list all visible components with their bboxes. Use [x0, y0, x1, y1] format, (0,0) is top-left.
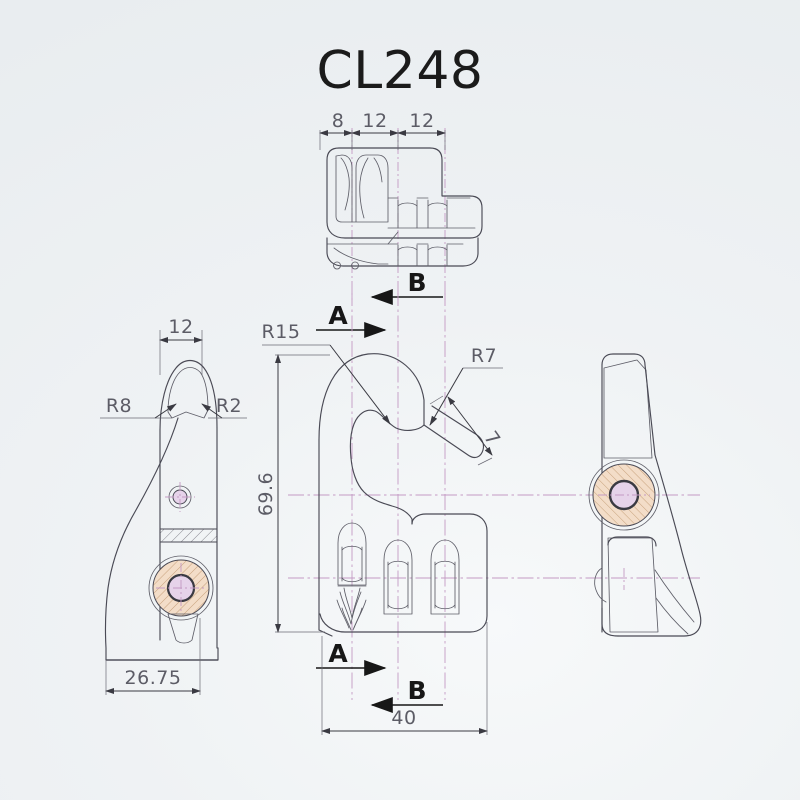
front-slot-right-walls: [434, 561, 456, 609]
front-slot-right-curve-bot: [434, 604, 456, 610]
left-view-bushing: [148, 555, 214, 621]
radius-callout-r15: R15: [262, 321, 391, 425]
radius-callout-r8: R8: [100, 395, 177, 419]
ang7-ext-2: [477, 457, 493, 466]
r8-leader-line: [154, 403, 177, 419]
section-mark-a-upper: A: [316, 301, 387, 338]
right-view-outer-sweep: [617, 454, 702, 637]
front-slot-upper-curve-top: [341, 545, 363, 551]
right-view-top-cap: [601, 353, 646, 366]
top-dimension-chain: 8 12 12: [319, 110, 446, 150]
radius-callout-r2: R2: [201, 395, 247, 419]
top-view-cavity-left: [335, 154, 353, 223]
right-view-rib-1: [654, 569, 695, 623]
dim-label-12a: 12: [362, 110, 387, 132]
front-slot-middle-walls: [387, 561, 409, 609]
section-b-lower-label: B: [407, 676, 426, 705]
dim-label-12b: 12: [409, 110, 434, 132]
front-view: [288, 290, 560, 700]
dim-label-8: 8: [332, 110, 345, 132]
front-slot-upper: [337, 522, 367, 587]
top-view-lower-slot-curve-2: [427, 246, 448, 251]
front-rope-strand-3: [336, 599, 367, 629]
front-inner-shoulder: [350, 457, 413, 525]
front-hook-throat: [349, 409, 425, 459]
front-slot-middle-curve-bot: [387, 604, 409, 610]
top-view-slot-curve-1: [397, 202, 418, 207]
dimension-26-75: 26.75: [105, 618, 201, 695]
left-view-upper-bore: [165, 482, 195, 512]
dimension-12-side: 12: [159, 316, 203, 375]
top-view-body-outline: [326, 147, 483, 239]
front-slot-right: [430, 539, 460, 615]
front-slot-middle: [383, 539, 413, 615]
r7-leader-line: [429, 367, 464, 426]
section-b-upper-label: B: [407, 268, 426, 297]
dimension-69-6: 69.6: [255, 354, 330, 633]
left-view-top-outline: [159, 359, 218, 431]
front-slot-middle-curve-top: [387, 560, 409, 566]
front-rope-strand-4: [341, 607, 363, 631]
top-view-cavity-right-detail: [359, 157, 369, 219]
right-view-rib-2: [655, 597, 689, 635]
left-view-foot-hatched: [167, 613, 199, 644]
left-view-wedge-hatched: [167, 367, 209, 419]
front-slot-right-outline: [430, 539, 460, 615]
front-slot-middle-outline: [383, 539, 413, 615]
top-view-foot-bosses: [333, 261, 359, 270]
right-view-lower-cap: [607, 536, 657, 547]
right-view-top-hatched: [603, 359, 653, 459]
section-a-upper-label: A: [328, 301, 348, 330]
top-view-sweep-face: [333, 247, 389, 265]
front-slot-right-curve-top: [434, 560, 456, 566]
section-mark-b-upper: B: [370, 268, 443, 305]
radius-callout-r7: R7: [429, 345, 503, 426]
left-view-sweep-outline: [104, 417, 219, 661]
front-lower-block: [319, 513, 488, 633]
front-left-face: [318, 439, 333, 637]
top-view: [326, 128, 483, 300]
section-a-lower-label: A: [328, 639, 348, 668]
top-view-lower-slot-walls: [397, 244, 448, 267]
ang7-dimline: [447, 396, 493, 456]
right-view-base-left: [601, 607, 619, 637]
dim2675-label: 26.75: [125, 667, 182, 689]
r15-label: R15: [262, 321, 301, 343]
ang7-ext-1: [429, 395, 444, 405]
top-view-cavity-right: [351, 154, 389, 223]
front-hook-upper-arc: [318, 353, 425, 441]
section-mark-a-lower: A: [316, 639, 387, 676]
top-view-lower-body: [326, 237, 479, 267]
dim12s-label: 12: [168, 316, 193, 338]
drawing-title: CL248: [316, 41, 483, 101]
right-view-taper-right: [644, 364, 656, 456]
front-rope-strand-2: [339, 591, 362, 625]
top-view-lower-slot-curve-1: [397, 246, 418, 251]
right-view-bushing: [588, 459, 660, 531]
left-view: 12: [100, 316, 247, 695]
left-view-hatched-band: [159, 528, 218, 543]
section-mark-b-lower: B: [370, 676, 443, 713]
right-view: [560, 353, 702, 637]
front-slot-upper-walls: [341, 546, 363, 582]
top-view-slot-walls: [397, 199, 448, 229]
front-slot-upper-curve-bot: [341, 577, 363, 583]
r7-label: R7: [471, 345, 497, 367]
front-slot-upper-outline: [337, 522, 367, 586]
top-view-slot-curve-2: [427, 202, 448, 207]
r2-leader-line: [201, 403, 223, 419]
r2-label: R2: [216, 395, 242, 417]
top-view-cavity-left-detail: [340, 157, 350, 211]
right-bushing-rim: [588, 459, 660, 531]
dim40-label: 40: [391, 707, 416, 729]
left-bushing-rim: [148, 555, 214, 621]
r8-label: R8: [106, 395, 132, 417]
right-view-left-nub: [594, 567, 607, 603]
front-rope-detail: [336, 587, 367, 631]
right-view-lower-hatched: [607, 537, 659, 633]
r15-leader-line: [329, 344, 391, 425]
dim696-label: 69.6: [255, 472, 277, 516]
top-view-cavity-right-detail2: [373, 157, 383, 183]
dimension-40: 40: [321, 622, 488, 735]
